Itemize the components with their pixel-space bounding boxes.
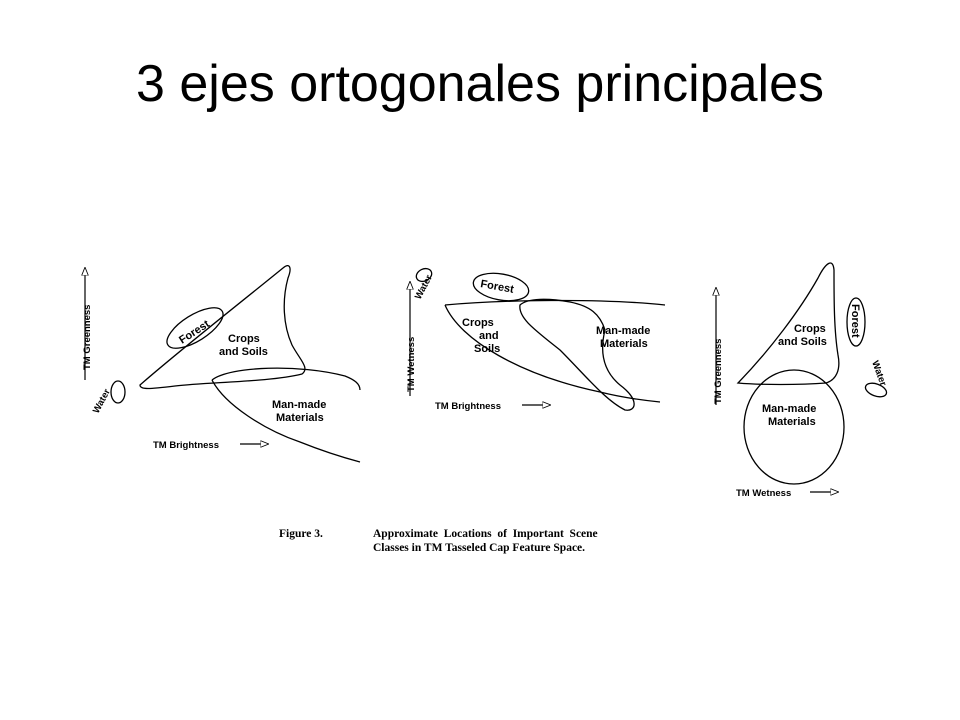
y-axis-label: TM Wetness (406, 337, 417, 392)
manmade-region (519, 298, 635, 411)
manmade-label-line1: Man-made (762, 403, 816, 415)
crops-label-line2: and Soils (778, 336, 827, 348)
crops-label-line2: and (479, 330, 499, 342)
forest-label: Forest (479, 278, 515, 296)
water-ellipse (864, 382, 888, 398)
y-axis-label: TM Greenness (82, 305, 93, 370)
water-ellipse (110, 380, 126, 404)
y-axis-label: TM Greenness (713, 339, 724, 404)
panel-wetness-brightness: TM Wetness TM Brightness Water Forest Cr… (406, 267, 666, 412)
caption-figure-label: Figure 3. (279, 528, 323, 540)
slide-title: 3 ejes ortogonales principales (136, 55, 824, 113)
x-axis-label: TM Brightness (435, 401, 501, 412)
crops-soils-region (444, 299, 666, 403)
manmade-region (211, 367, 361, 391)
crops-label-line3: Soils (474, 343, 500, 355)
crops-soils-region (139, 264, 306, 390)
figure-caption: Figure 3. Approximate Locations of Impor… (279, 528, 598, 554)
manmade-label-line1: Man-made (272, 399, 326, 411)
water-label: Water (91, 387, 113, 415)
panel-greenness-brightness: TM Greenness TM Brightness Forest Crops … (82, 264, 361, 463)
forest-ellipse (472, 272, 530, 302)
x-axis-label: TM Wetness (736, 488, 791, 499)
forest-ellipse (846, 297, 866, 347)
manmade-ellipse (743, 369, 845, 485)
panel-greenness-wetness: TM Greenness TM Wetness Crops and Soils … (713, 262, 889, 499)
forest-ellipse (166, 307, 224, 349)
crops-soils-region (736, 262, 840, 386)
crops-label-line1: Crops (228, 333, 260, 345)
crops-label-line2: and Soils (219, 346, 268, 358)
forest-label: Forest (849, 304, 861, 338)
crops-label-line1: Crops (794, 323, 826, 335)
crops-label-line1: Crops (462, 317, 494, 329)
manmade-label-line1: Man-made (596, 325, 650, 337)
manmade-label-line2: Materials (768, 416, 816, 428)
manmade-label-line2: Materials (600, 338, 648, 350)
x-axis-label: TM Brightness (153, 440, 219, 451)
forest-label: Forest (177, 318, 212, 347)
water-ellipse (415, 267, 433, 283)
caption-line2: Classes in TM Tasseled Cap Feature Space… (373, 542, 585, 554)
caption-line1: Approximate Locations of Important Scene (373, 528, 598, 540)
manmade-label-line2: Materials (276, 412, 324, 424)
